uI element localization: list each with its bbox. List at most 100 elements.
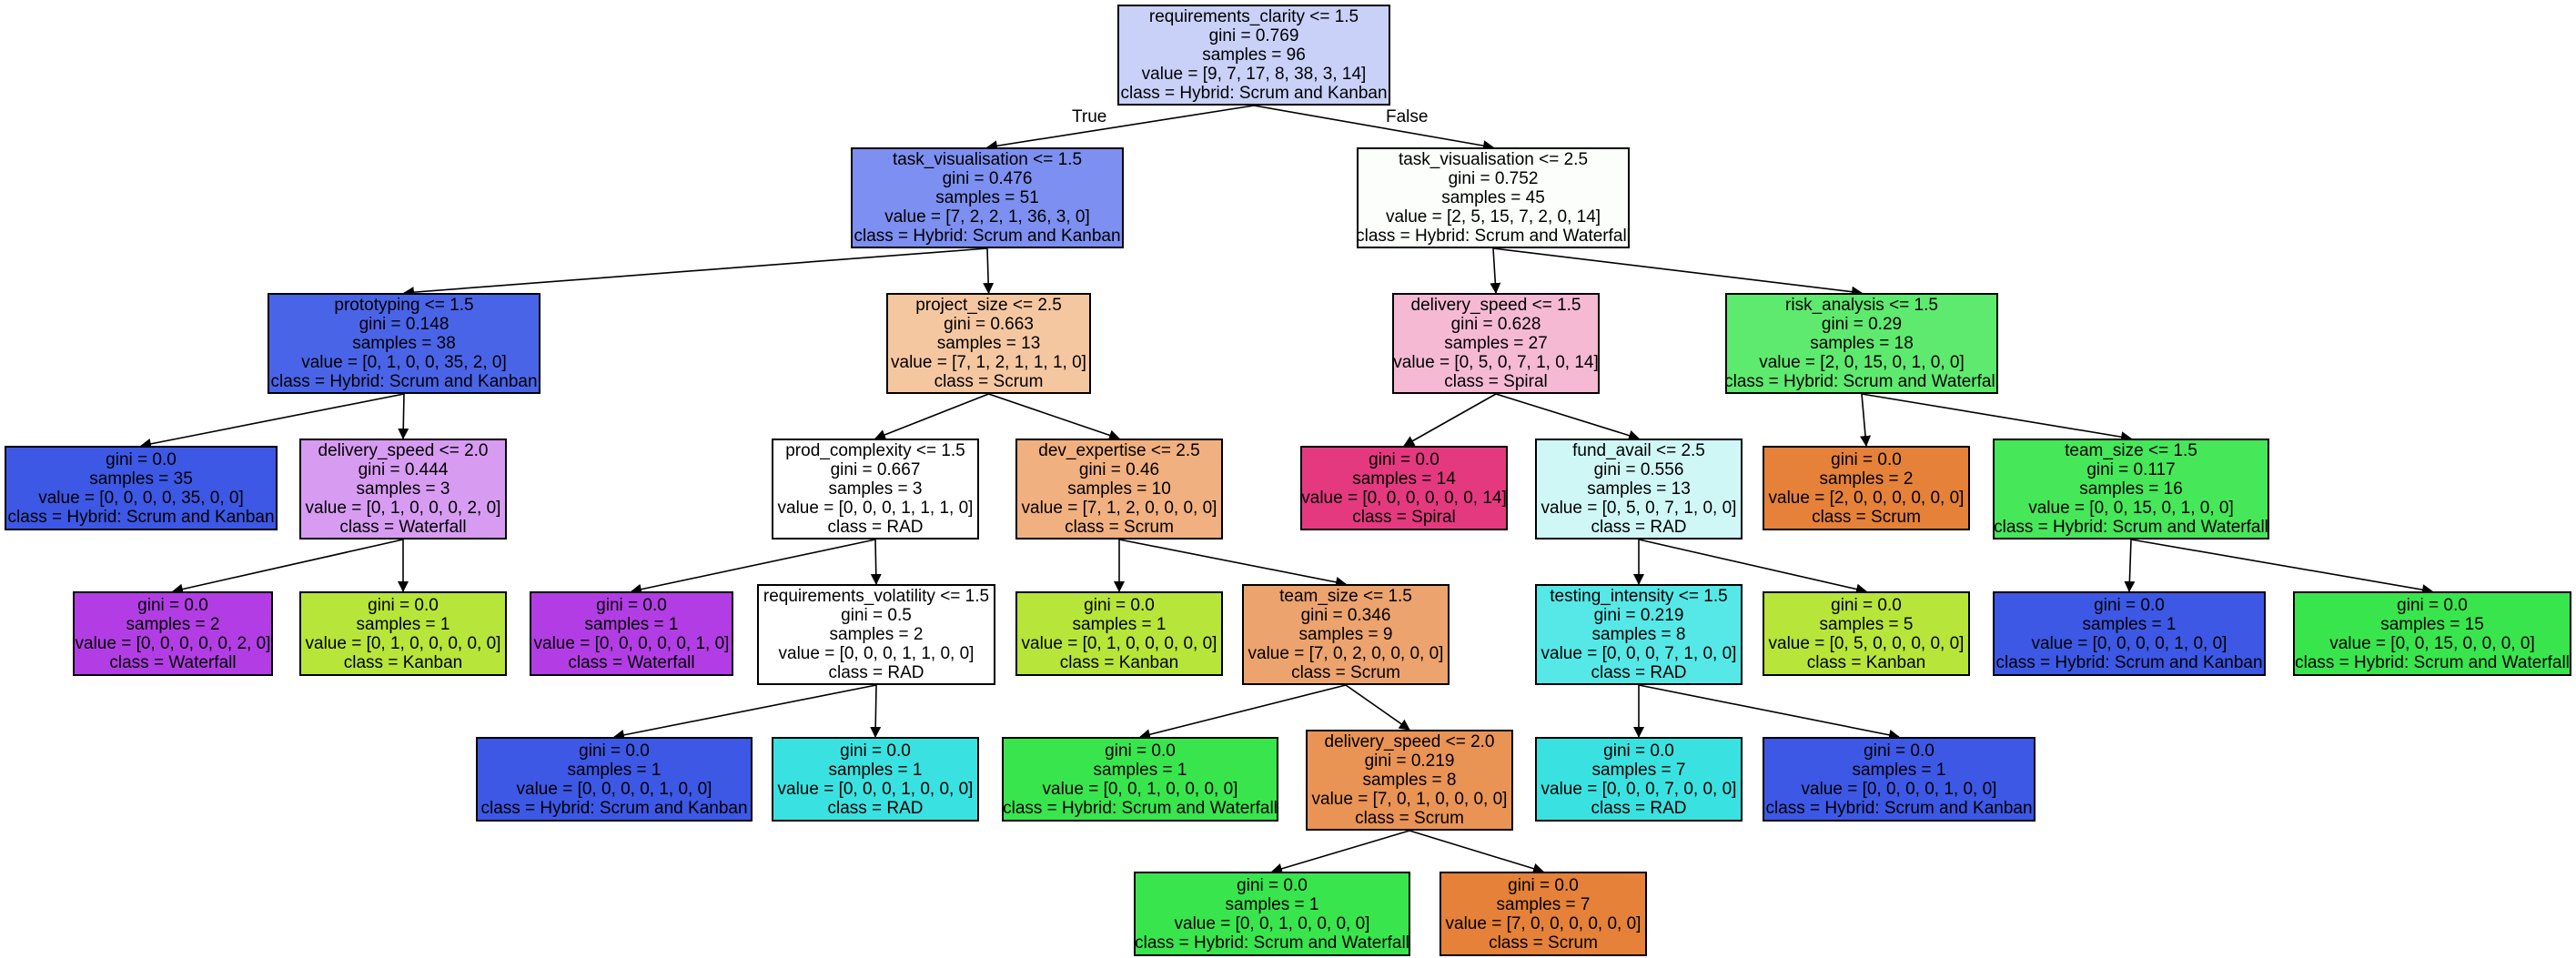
edge-n10-n12 — [870, 684, 882, 738]
node-text-line: requirements_volatility <= 1.5 — [763, 587, 990, 606]
node-text-line: class = Hybrid: Scrum and Waterfall — [2295, 652, 2570, 672]
node-text-line: fund_avail <= 2.5 — [1572, 441, 1705, 460]
node-text-line: delivery_speed <= 2.0 — [1324, 732, 1495, 751]
node-text-line: class = Waterfall — [339, 518, 467, 537]
node-text-line: dev_expertise <= 2.5 — [1038, 441, 1200, 460]
edge-n7-n13 — [988, 393, 1120, 441]
node-text-line: samples = 45 — [1441, 188, 1545, 207]
node-text-line: samples = 7 — [1591, 760, 1686, 780]
node-text-line: class = RAD — [827, 798, 924, 818]
node-text-line: gini = 0.5 — [841, 606, 912, 625]
node-text-line: gini = 0.29 — [1821, 315, 1903, 334]
node-text-line: value = [7, 0, 2, 0, 0, 0, 0] — [1248, 644, 1444, 663]
node-text-line: class = Hybrid: Scrum and Waterfall — [1003, 798, 1278, 818]
edge-n8-n10 — [870, 539, 882, 585]
node-text-line: gini = 0.117 — [2086, 460, 2176, 479]
node-text-line: gini = 0.769 — [1208, 26, 1299, 45]
node-text-line: gini = 0.444 — [358, 460, 449, 479]
node-text-line: samples = 2 — [126, 614, 220, 634]
node-text-line: value = [0, 0, 0, 0, 0, 0, 14] — [1301, 488, 1507, 508]
node-text-line: delivery_speed <= 2.0 — [318, 441, 489, 460]
node-text-line: samples = 1 — [1852, 760, 1946, 780]
node-text-line: class = Hybrid: Scrum and Kanban — [270, 372, 538, 391]
node-text-line: samples = 1 — [584, 614, 679, 634]
node-text-line: class = Hybrid: Scrum and Kanban — [1765, 798, 2033, 818]
node-text-line: task_visualisation <= 2.5 — [1398, 150, 1589, 169]
node-text-line: class = RAD — [827, 518, 924, 537]
node-text-line: samples = 1 — [1072, 614, 1167, 634]
node-text-line: value = [0, 5, 0, 0, 0, 0, 0] — [1768, 633, 1965, 653]
node-text-line: gini = 0.628 — [1450, 315, 1541, 334]
node-text-line: samples = 1 — [356, 614, 450, 634]
edge-n7-n8 — [874, 393, 989, 440]
node-text-line: samples = 2 — [829, 625, 924, 644]
node-text-line: gini = 0.219 — [1364, 751, 1455, 771]
node-text-line: prod_complexity <= 1.5 — [785, 441, 965, 460]
edge-n28-n29 — [1860, 393, 1872, 447]
node-text-line: class = Kanban — [343, 652, 463, 672]
node-text-line: value = [7, 0, 0, 0, 0, 0, 0] — [1445, 913, 1642, 933]
node-text-line: samples = 5 — [1819, 614, 1914, 634]
node-text-line: gini = 0.0 — [1603, 741, 1674, 761]
node-text-line: class = RAD — [828, 663, 924, 682]
node-text-line: class = RAD — [1591, 663, 1687, 682]
node-text-line: samples = 15 — [2380, 614, 2484, 634]
node-text-line: class = Spiral — [1444, 372, 1548, 391]
node-text-line: value = [0, 0, 0, 0, 0, 2, 0] — [75, 633, 271, 653]
node-text-line: project_size <= 2.5 — [915, 296, 1062, 315]
node-text-line: samples = 8 — [1591, 625, 1686, 644]
node-text-line: value = [0, 0, 15, 0, 0, 0, 0] — [2329, 633, 2535, 653]
node-text-line: task_visualisation <= 1.5 — [892, 150, 1083, 169]
node-text-line: gini = 0.0 — [596, 595, 667, 615]
node-text-line: value = [0, 1, 0, 0, 0, 2, 0] — [305, 499, 501, 518]
node-text-line: samples = 1 — [828, 760, 923, 780]
node-text-line: testing_intensity <= 1.5 — [1550, 587, 1728, 606]
node-text-line: value = [0, 0, 0, 0, 1, 0, 0] — [516, 779, 712, 799]
node-text-line: class = Hybrid: Scrum and Kanban — [7, 507, 275, 527]
node-text-line: class = Hybrid: Scrum and Waterfall — [1994, 518, 2268, 537]
node-text-line: value = [7, 0, 1, 0, 0, 0, 0] — [1311, 790, 1508, 809]
edge-n2-n4 — [398, 393, 409, 439]
node-text-line: class = Hybrid: Scrum and Waterfall — [1356, 227, 1631, 246]
node-text-line: gini = 0.0 — [106, 449, 177, 469]
node-text-line: gini = 0.0 — [1831, 595, 1902, 615]
edge-n20-n28 — [1492, 247, 1863, 297]
node-text-line: value = [0, 0, 1, 0, 0, 0, 0] — [1174, 913, 1370, 933]
edge-n30-n32 — [2130, 539, 2433, 596]
edge-n21-n22 — [1403, 393, 1497, 447]
node-text-line: class = Spiral — [1352, 507, 1456, 527]
node-text-line: samples = 35 — [89, 469, 193, 489]
node-text-line: samples = 38 — [352, 334, 456, 353]
node-text-line: samples = 96 — [1202, 45, 1306, 65]
node-text-line: samples = 7 — [1496, 894, 1591, 914]
node-text-line: samples = 1 — [1225, 894, 1319, 914]
node-text-line: gini = 0.667 — [830, 460, 921, 479]
node-text-line: value = [7, 1, 2, 0, 0, 0, 0] — [1021, 499, 1217, 518]
node-text-line: value = [0, 1, 0, 0, 0, 0, 0] — [1021, 633, 1217, 653]
node-text-line: samples = 9 — [1298, 625, 1393, 644]
node-text-line: class = Scrum — [934, 372, 1044, 391]
node-text-line: class = Scrum — [1355, 809, 1464, 828]
node-text-line: value = [0, 5, 0, 7, 1, 0, 14] — [1393, 353, 1599, 372]
node-text-line: gini = 0.476 — [942, 169, 1033, 188]
edge-n28-n30 — [1861, 393, 2132, 443]
false-edge-label: False — [1386, 107, 1429, 126]
node-text-line: class = Hybrid: Scrum and Kanban — [480, 798, 748, 818]
node-text-line: risk_analysis <= 1.5 — [1785, 296, 1938, 315]
edge-n20-n21 — [1490, 247, 1501, 294]
node-text-line: gini = 0.0 — [2094, 595, 2165, 615]
